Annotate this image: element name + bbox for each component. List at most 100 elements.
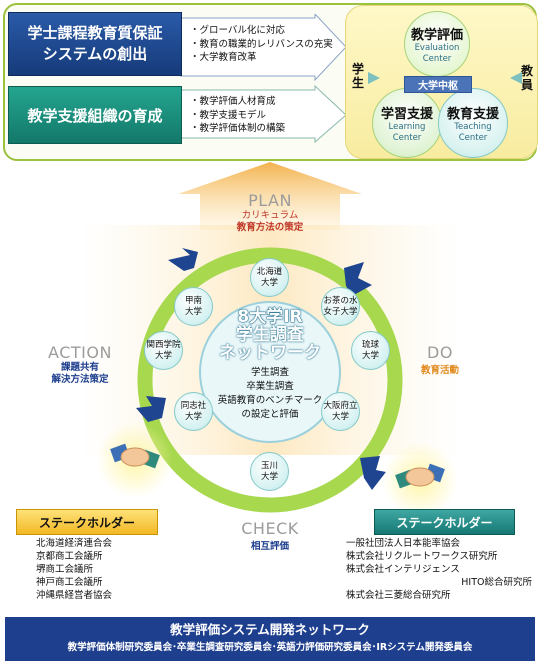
handshake-right-icon [395,463,445,489]
teach-en2: Center [458,132,488,143]
university-hub-label: 大学中枢 [404,76,472,93]
list-item: 株式会社三菱総合研究所 [346,590,451,601]
uni-l2: 大学 [154,350,172,361]
center-item: 学生調査 [250,367,289,378]
center-network-text: 8大学IR 学生調査 ネットワーク 学生調査 卒業生調査 英語教育のベンチマーク… [205,308,335,422]
evaluation-center-circle: 教学評価 Evaluation Center [404,11,470,77]
uni-l1: 玉川 [260,461,278,471]
faculty-label: 教員 [521,64,534,92]
uni-l1: 同志社 [180,401,207,411]
side-arrows [368,72,522,84]
list-item: 教育の職業的レリバンスの充実 [190,38,333,52]
list-item: 堺商工会議所 [36,564,94,575]
list-item: 神戸商工会議所 [36,577,103,588]
uni-l2: 大学 [361,350,379,361]
list-item: 京都商工会議所 [36,551,103,562]
learn-en2: Center [392,132,422,143]
student-label: 学生 [352,62,365,90]
list-item: 沖縄県経営者協会 [36,590,113,601]
eval-en2: Center [422,53,452,64]
qa-bullet-list: グローバル化に対応 教育の職業的レリバンスの充実 大学教育改革 [190,24,333,65]
list-item: 一般社団法人日本能率協会 [346,538,461,549]
learning-center-circle: 学習支援 Learning Center [372,88,442,158]
stakeholder-left-list: 北海道経済連合会 京都商工会議所 堺商工会議所 神戸商工会議所 沖縄県経営者協会 [36,537,166,602]
university-bubble: お茶の水女子大学 [321,287,360,326]
cycle-arrow-bottomleft-icon [136,396,166,422]
center-title2: 学生調査 [236,325,304,345]
uni-l1: お茶の水 [323,296,358,306]
university-bubble: 関西学院大学 [144,331,183,370]
check-sub1: 相互評価 [250,541,289,552]
center-title3: ネットワーク [219,343,321,363]
support-bullet-list: 教学評価人材育成 教学支援モデル 教学評価体制の構築 [190,95,286,136]
teach-en1: Teaching [454,121,492,132]
uni-l2: 大学 [260,277,278,288]
uni-l1: 関西学院 [146,340,181,350]
teach-jp: 教育支援 [446,106,499,122]
right-arrow-icon [510,72,522,84]
left-arrow-icon [368,72,380,84]
handshake-left-icon [110,443,160,469]
university-bubble: 北海道大学 [250,258,289,297]
action-title: ACTION [48,343,112,362]
cycle-ring [137,247,403,513]
qa-line2: システムの創出 [42,45,148,63]
list-item: HITO総合研究所 [461,577,532,588]
eval-en1: Evaluation [414,42,460,53]
stakeholder-left-label: ステークホルダー [16,509,158,535]
learn-jp: 学習支援 [380,106,433,122]
action-sub1: 課題共有 [60,362,99,373]
university-bubble: 同志社大学 [174,392,213,431]
bottom-title: 教学評価システム開発ネットワーク [170,622,370,637]
check-label: CHECK 相互評価 [220,519,320,552]
bottom-subtitle: 教学評価体制研究委員会･卒業生調査研究委員会･英語力評価研究委員会･IRシステム… [67,642,473,653]
uni-l1: 甲南 [184,296,202,306]
cycle-graphic [80,162,460,518]
center-item: 卒業生調査 [246,381,294,392]
quality-assurance-box: 学士課程教育質保証 システムの創出 [8,12,182,76]
center-network-circle [199,301,341,443]
university-bubble: 琉球大学 [351,331,390,370]
stakeholder-right-label: ステークホルダー [374,509,515,535]
university-bubble: 甲南大学 [174,287,213,326]
uni-l2: 大学 [331,411,349,422]
bottom-network-bar: 教学評価システム開発ネットワーク 教学評価体制研究委員会･卒業生調査研究委員会･… [5,617,535,661]
plan-label: PLAN カリキュラム 教育方法の策定 [200,191,340,234]
learn-en1: Learning [388,121,426,132]
center-item: 英語教育のベンチマーク [217,395,323,406]
support-org-label: 教学支援組織の育成 [27,106,163,125]
cycle-arrow-topright-icon [344,262,372,296]
list-item: 北海道経済連合会 [36,538,113,549]
list-item: グローバル化に対応 [190,24,333,38]
plan-sub1: カリキュラム [241,210,299,221]
uni-l1: 北海道 [256,267,283,277]
university-bubble: 玉川大学 [250,452,289,491]
eval-jp: 教学評価 [410,27,463,43]
teaching-center-circle: 教育支援 Teaching Center [438,88,508,158]
center-item: の設定と評価 [241,409,299,420]
plan-up-arrow [178,162,362,230]
center-title1: 8大学IR [237,307,303,327]
uni-l2: 大学 [184,411,202,422]
university-bubble: 大阪府立大学 [321,392,360,431]
uni-l1: 大阪府立 [323,401,358,411]
do-label: DO 教育活動 [400,343,480,376]
list-item: 教学評価体制の構築 [190,122,286,136]
uni-l2: 大学 [260,471,278,482]
do-title: DO [427,343,453,362]
uni-l2: 大学 [184,306,202,317]
list-item: 大学教育改革 [190,51,333,65]
action-sub2: 解決方法策定 [51,374,109,385]
cycle-arrow-topleft-icon [168,248,198,271]
plan-sub2: 教育方法の策定 [236,222,304,233]
uni-l2: 女子大学 [323,306,358,317]
qa-line1: 学士課程教育質保証 [27,24,163,42]
support-org-box: 教学支援組織の育成 [8,86,182,144]
uni-l1: 琉球 [361,340,379,350]
list-item: 株式会社インテリジェンス [346,564,460,575]
cycle-arrow-bottomright-icon [360,456,386,490]
list-item: 教学評価人材育成 [190,95,285,109]
do-sub1: 教育活動 [420,365,459,376]
list-item: 株式会社リクルートワークス研究所 [346,551,498,562]
stakeholder-right-list: 一般社団法人日本能率協会 株式会社リクルートワークス研究所 株式会社インテリジェ… [346,537,532,602]
